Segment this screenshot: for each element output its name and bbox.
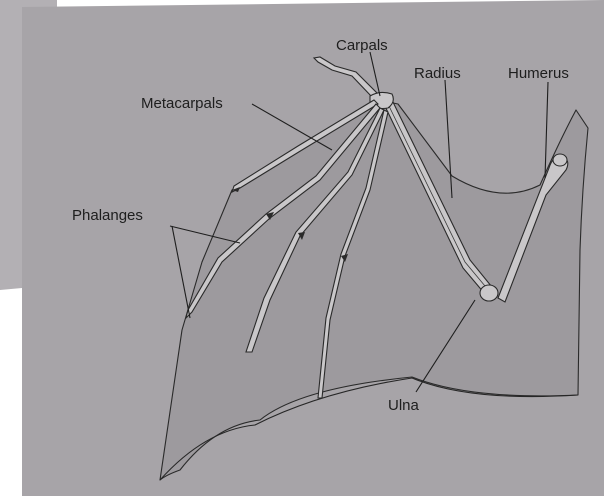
- humerus-head: [553, 154, 567, 166]
- label-phalanges: Phalanges: [72, 207, 143, 224]
- label-metacarpals: Metacarpals: [141, 95, 223, 112]
- label-radius: Radius: [414, 65, 461, 82]
- label-ulna: Ulna: [388, 397, 420, 414]
- label-carpals: Carpals: [336, 37, 388, 54]
- label-humerus: Humerus: [508, 65, 569, 82]
- elbow-joint: [480, 285, 498, 301]
